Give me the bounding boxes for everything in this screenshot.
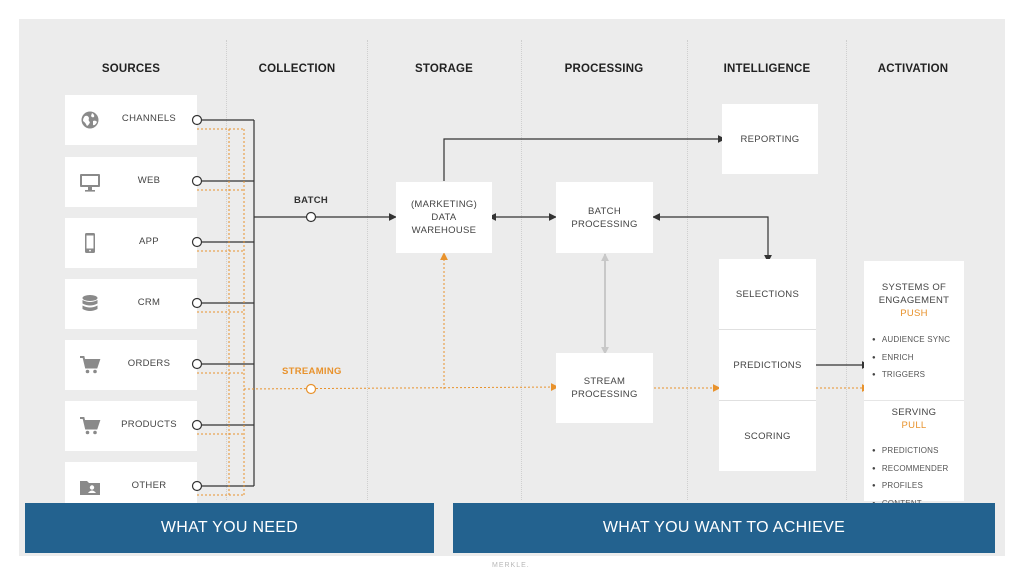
folder-user-icon bbox=[80, 481, 100, 495]
list-item: AUDIENCE SYNC bbox=[872, 332, 950, 350]
data-warehouse-box: (MARKETING) DATA WAREHOUSE bbox=[396, 182, 492, 253]
database-icon bbox=[82, 295, 98, 311]
footer-logo-text: MERKLE. bbox=[492, 562, 530, 569]
predictions-label: PREDICTIONS bbox=[733, 359, 802, 371]
warehouse-line: DATA bbox=[431, 212, 457, 223]
stack-divider bbox=[719, 400, 816, 401]
stream-processing-box: STREAM PROCESSING bbox=[556, 353, 653, 423]
banner-what-you-want: WHAT YOU WANT TO ACHIEVE bbox=[453, 503, 995, 553]
selections-box: SELECTIONS bbox=[719, 259, 816, 329]
selections-label: SELECTIONS bbox=[735, 288, 800, 300]
scoring-box: SCORING bbox=[719, 401, 816, 471]
intelligence-stack bbox=[719, 259, 816, 471]
cart-icon bbox=[80, 356, 101, 374]
activation-box: SYSTEMS OF ENGAGEMENT PUSH AUDIENCE SYNC… bbox=[864, 261, 964, 508]
list-item: RECOMMENDER bbox=[872, 461, 948, 479]
list-item: PREDICTIONS bbox=[872, 443, 948, 461]
streaming-label: STREAMING bbox=[282, 366, 342, 377]
source-label: PRODUCTS bbox=[121, 419, 177, 430]
cart-icon bbox=[80, 417, 101, 435]
stack-divider bbox=[719, 329, 816, 330]
source-label: CRM bbox=[137, 297, 161, 308]
engagement-title-line: ENGAGEMENT bbox=[878, 295, 950, 306]
source-label: ORDERS bbox=[127, 358, 171, 369]
reporting-label: REPORTING bbox=[740, 133, 800, 145]
source-crm: CRM bbox=[65, 279, 197, 329]
globe-icon bbox=[81, 111, 99, 129]
column-header-intelligence: INTELLIGENCE bbox=[723, 63, 811, 75]
source-label: CHANNELS bbox=[121, 113, 177, 124]
column-header-sources: SOURCES bbox=[101, 63, 161, 75]
activation-divider bbox=[864, 400, 964, 401]
source-app: APP bbox=[65, 218, 197, 268]
serving-heading: SERVING PULL bbox=[864, 406, 964, 432]
source-web: WEB bbox=[65, 157, 197, 207]
banner-what-you-need: WHAT YOU NEED bbox=[25, 503, 434, 553]
list-item: ENRICH bbox=[872, 350, 950, 368]
engagement-heading: SYSTEMS OF ENGAGEMENT PUSH bbox=[864, 281, 964, 320]
engagement-title-line: SYSTEMS OF bbox=[881, 282, 947, 293]
warehouse-line: (MARKETING) bbox=[410, 199, 478, 210]
scoring-label: SCORING bbox=[744, 430, 791, 442]
serving-title: SERVING bbox=[891, 407, 937, 418]
batch-processing-line: PROCESSING bbox=[571, 218, 638, 230]
push-label: PUSH bbox=[900, 308, 928, 319]
list-item: TRIGGERS bbox=[872, 367, 950, 385]
column-header-storage: STORAGE bbox=[414, 63, 474, 75]
column-header-collection: COLLECTION bbox=[258, 63, 336, 75]
batch-processing-line: BATCH bbox=[587, 205, 621, 217]
warehouse-line: WAREHOUSE bbox=[411, 225, 477, 236]
reporting-box: REPORTING bbox=[722, 104, 818, 174]
pull-label: PULL bbox=[901, 420, 927, 431]
list-item: PROFILES bbox=[872, 478, 948, 496]
source-products: PRODUCTS bbox=[65, 401, 197, 451]
stream-processing-line: PROCESSING bbox=[571, 389, 638, 400]
stream-processing-line: STREAM bbox=[583, 376, 626, 387]
column-divider bbox=[687, 40, 688, 500]
predictions-box: PREDICTIONS bbox=[719, 330, 816, 400]
phone-icon bbox=[85, 233, 95, 253]
batch-label: BATCH bbox=[294, 195, 329, 206]
column-divider bbox=[367, 40, 368, 500]
source-label: WEB bbox=[137, 175, 161, 186]
column-divider bbox=[846, 40, 847, 500]
column-header-activation: ACTIVATION bbox=[877, 63, 949, 75]
column-divider bbox=[226, 40, 227, 500]
monitor-icon bbox=[80, 174, 100, 192]
engagement-list: AUDIENCE SYNC ENRICH TRIGGERS bbox=[872, 332, 950, 385]
source-label: OTHER bbox=[131, 480, 167, 491]
source-label: APP bbox=[139, 236, 159, 247]
column-header-processing: PROCESSING bbox=[564, 63, 644, 75]
batch-processing-box: BATCH PROCESSING bbox=[556, 182, 653, 253]
column-divider bbox=[521, 40, 522, 500]
source-orders: ORDERS bbox=[65, 340, 197, 390]
source-channels: CHANNELS bbox=[65, 95, 197, 145]
